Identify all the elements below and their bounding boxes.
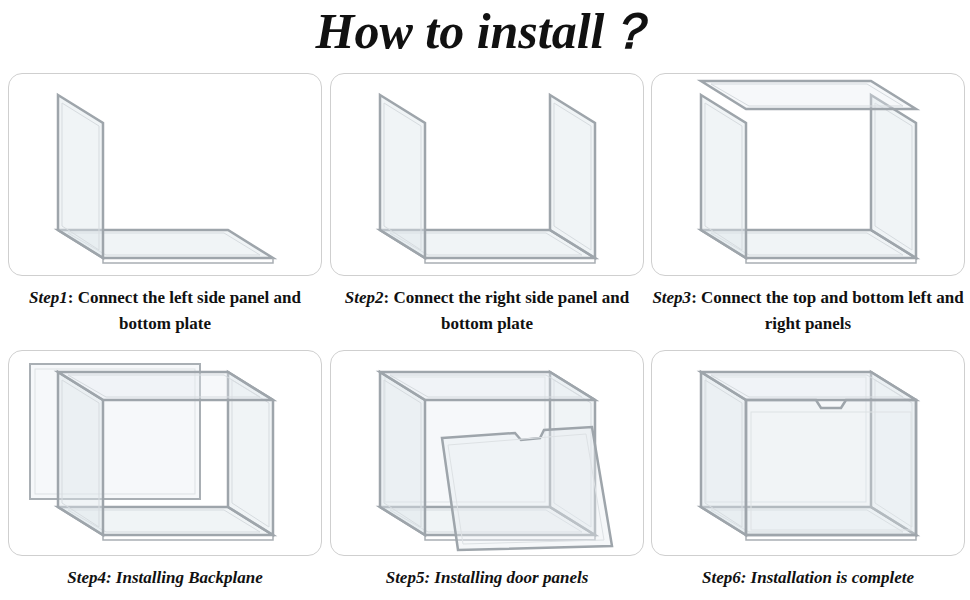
step-panel: Step4: Installing Backplane <box>8 350 322 591</box>
step-caption: Step2: Connect the right side panel and … <box>330 285 644 336</box>
panel-frame <box>8 73 322 276</box>
step6-illustration <box>701 372 916 540</box>
step-panel: Step6: Installation is complete <box>651 350 965 591</box>
open-door-panel <box>442 427 612 550</box>
step4-illustration <box>30 364 273 540</box>
step1-illustration <box>58 95 273 263</box>
panel-frame <box>330 73 644 276</box>
step-panel: Step3: Connect the top and bottom left a… <box>651 73 965 336</box>
right-panel <box>550 95 595 258</box>
step3-illustration <box>701 81 916 263</box>
door-panel <box>746 400 916 535</box>
step5-illustration <box>380 372 612 550</box>
step-caption: Step6: Installation is complete <box>651 565 965 591</box>
left-panel <box>58 95 103 258</box>
step-panel: Step2: Connect the right side panel and … <box>330 73 644 336</box>
top-plate <box>380 372 595 400</box>
top-plate <box>58 372 273 400</box>
top-plate <box>701 81 916 109</box>
top-plate <box>701 372 916 400</box>
left-panel <box>701 95 746 258</box>
left-panel <box>380 95 425 258</box>
panel-frame <box>330 350 644 556</box>
step2-illustration <box>380 95 595 263</box>
step-caption: Step4: Installing Backplane <box>8 565 322 591</box>
right-panel <box>871 95 916 258</box>
panel-frame <box>651 350 965 556</box>
page-title: How to install？ <box>0 0 970 65</box>
step-panel: Step1: Connect the left side panel and b… <box>8 73 322 336</box>
step-caption: Step1: Connect the left side panel and b… <box>8 285 322 336</box>
step-panel: Step5: Installing door panels <box>330 350 644 591</box>
step-caption: Step3: Connect the top and bottom left a… <box>651 285 965 336</box>
panel-frame <box>8 350 322 556</box>
panel-frame <box>651 73 965 276</box>
step-caption: Step5: Installing door panels <box>330 565 644 591</box>
